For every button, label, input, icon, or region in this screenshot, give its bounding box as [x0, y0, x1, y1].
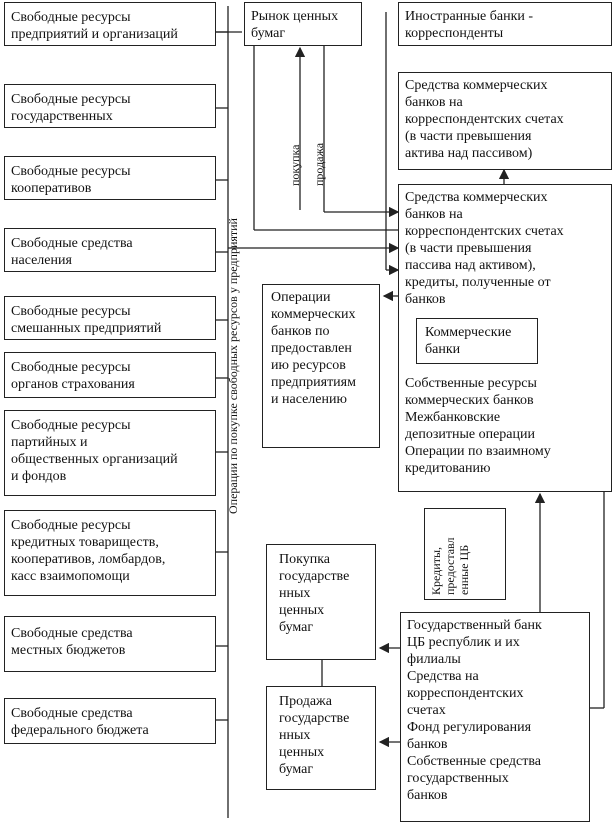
source-population: Свободные средства населения: [4, 228, 216, 272]
commercial-banks-label: Коммерческие банки: [425, 325, 512, 357]
operations-label: Операции коммерческих банков по предоста…: [271, 290, 356, 407]
buy-gov-securities: Покупка государстве нных ценных бумаг: [266, 544, 376, 660]
sell-gov-securities-label: Продажа государстве нных ценных бумаг: [279, 694, 350, 777]
cb-funds-asset-box: Средства коммерческих банков на корреспо…: [398, 72, 612, 170]
commercial-banks: Коммерческие банки: [416, 318, 538, 364]
securities-market: Рынок ценных бумаг: [244, 2, 362, 46]
foreign-banks-label: Иностранные банки - корреспонденты: [405, 9, 534, 41]
foreign-banks: Иностранные банки - корреспонденты: [398, 2, 612, 46]
cb-funds-asset-label: Средства коммерческих банков на корреспо…: [405, 78, 564, 161]
cb-funds-liab-label: Средства коммерческих банков на корреспо…: [405, 190, 564, 307]
source-mixed: Свободные ресурсы смешанных предприятий: [4, 296, 216, 340]
vertical-operations-label: Операции по покупке свободных ресурсов у…: [226, 218, 240, 514]
source-local-budget-label: Свободные средства местных бюджетов: [11, 626, 133, 658]
buy-gov-securities-label: Покупка государстве нных ценных бумаг: [279, 552, 350, 635]
state-bank: Государственный банк ЦБ республик и их ф…: [400, 612, 590, 822]
source-party: Свободные ресурсы партийных и общественн…: [4, 410, 216, 496]
own-resources-label: Собственные ресурсы коммерческих банков …: [405, 376, 551, 476]
source-credit-label: Свободные ресурсы кредитных товариществ,…: [11, 518, 166, 584]
operations-box: Операции коммерческих банков по предоста…: [262, 284, 380, 448]
source-federal-budget-label: Свободные средства федерального бюджета: [11, 706, 149, 738]
sell-gov-securities: Продажа государстве нных ценных бумаг: [266, 686, 376, 790]
source-state-label: Свободные ресурсы государственных: [11, 92, 131, 124]
source-party-label: Свободные ресурсы партийных и общественн…: [11, 418, 178, 484]
cb-credits-box: Кредиты, предоставл енные ЦБ: [424, 508, 506, 600]
source-mixed-label: Свободные ресурсы смешанных предприятий: [11, 304, 162, 336]
state-bank-label: Государственный банк ЦБ республик и их ф…: [407, 618, 542, 803]
source-federal-budget: Свободные средства федерального бюджета: [4, 698, 216, 744]
source-local-budget: Свободные средства местных бюджетов: [4, 616, 216, 672]
sell-label: продажа: [312, 142, 326, 186]
source-credit: Свободные ресурсы кредитных товариществ,…: [4, 510, 216, 596]
source-enterprises: Свободные ресурсы предприятий и организа…: [4, 2, 216, 46]
source-cooperatives-label: Свободные ресурсы кооперативов: [11, 164, 131, 196]
source-insurance: Свободные ресурсы органов страхования: [4, 352, 216, 398]
source-state: Свободные ресурсы государственных: [4, 84, 216, 128]
source-insurance-label: Свободные ресурсы органов страхования: [11, 360, 135, 392]
cb-credits-label: Кредиты, предоставл енные ЦБ: [429, 537, 471, 595]
securities-market-label: Рынок ценных бумаг: [251, 9, 339, 41]
source-enterprises-label: Свободные ресурсы предприятий и организа…: [11, 10, 178, 42]
source-population-label: Свободные средства населения: [11, 236, 133, 268]
buy-label: покупка: [288, 144, 302, 186]
source-cooperatives: Свободные ресурсы кооперативов: [4, 156, 216, 200]
